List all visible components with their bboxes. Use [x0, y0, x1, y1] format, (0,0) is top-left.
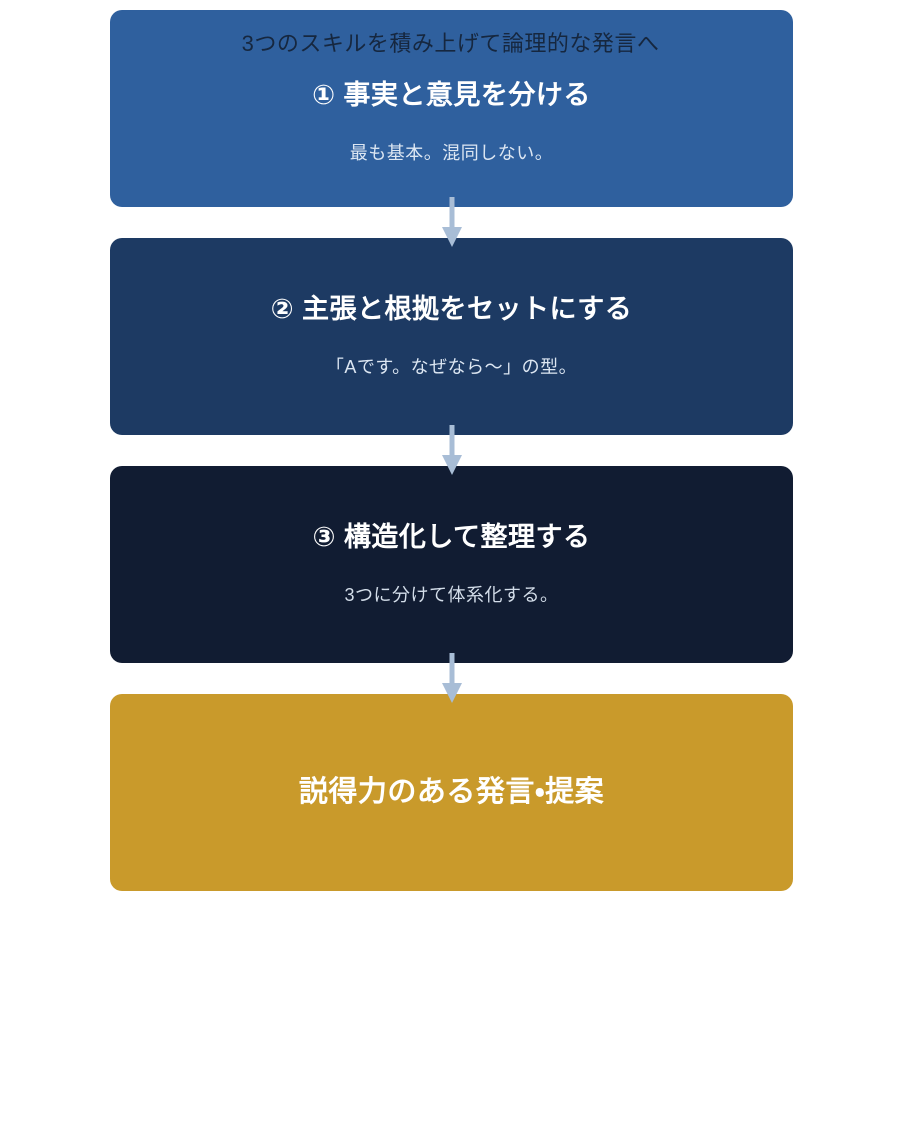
connector-3 — [110, 653, 793, 703]
arrow-down-icon — [441, 653, 462, 703]
flow-step-3-title: ③ 構造化して整理する — [312, 522, 591, 553]
arrow-down-icon — [441, 197, 462, 247]
flow-step-1-subtitle: 最も基本。混同しない。 — [349, 143, 554, 164]
flow-step-1[interactable]: ① 事実と意見を分ける 最も基本。混同しない。 — [110, 10, 793, 207]
flow-goal-title: 説得力のある発言・提案 — [298, 775, 605, 808]
arrow-down-icon — [441, 425, 462, 475]
flow-step-2[interactable]: ② 主張と根拠をセットにする 「Aです。なぜなら〜」の型。 — [110, 238, 793, 435]
flow-step-2-subtitle: 「Aです。なぜなら〜」の型。 — [325, 357, 578, 378]
flow-stack: ① 事実と意見を分ける 最も基本。混同しない。 ② 主張と根拠をセットにする 「… — [110, 10, 793, 891]
flow-step-3[interactable]: ③ 構造化して整理する 3つに分けて体系化する。 — [110, 466, 793, 663]
flow-goal-card[interactable]: 説得力のある発言・提案 — [110, 694, 793, 891]
flow-step-2-title: ② 主張と根拠をセットにする — [270, 294, 633, 325]
flow-step-3-subtitle: 3つに分けて体系化する。 — [344, 585, 559, 606]
connector-1 — [110, 197, 793, 247]
page-title: 3つのスキルを積み上げて論理的な発言へ — [241, 31, 660, 56]
connector-2 — [110, 425, 793, 475]
flow-step-1-title: ① 事実と意見を分ける — [312, 80, 591, 111]
